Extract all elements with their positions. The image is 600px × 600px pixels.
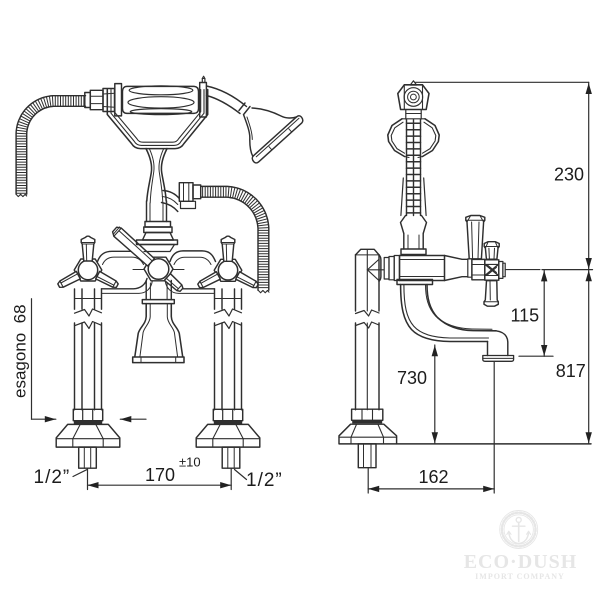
svg-text:±10: ±10: [179, 455, 201, 470]
svg-text:230: 230: [554, 165, 584, 185]
svg-text:IMPORT COMPANY: IMPORT COMPANY: [475, 572, 565, 581]
svg-text:1/2”: 1/2”: [34, 467, 71, 488]
svg-text:ECO·DUSH: ECO·DUSH: [464, 551, 578, 573]
svg-text:730: 730: [397, 368, 427, 388]
svg-text:162: 162: [418, 467, 448, 487]
svg-text:170: 170: [145, 465, 175, 485]
svg-text:esagono 68: esagono 68: [11, 304, 30, 398]
svg-text:817: 817: [556, 361, 586, 381]
svg-text:1/2”: 1/2”: [246, 470, 283, 491]
svg-text:115: 115: [510, 306, 539, 326]
